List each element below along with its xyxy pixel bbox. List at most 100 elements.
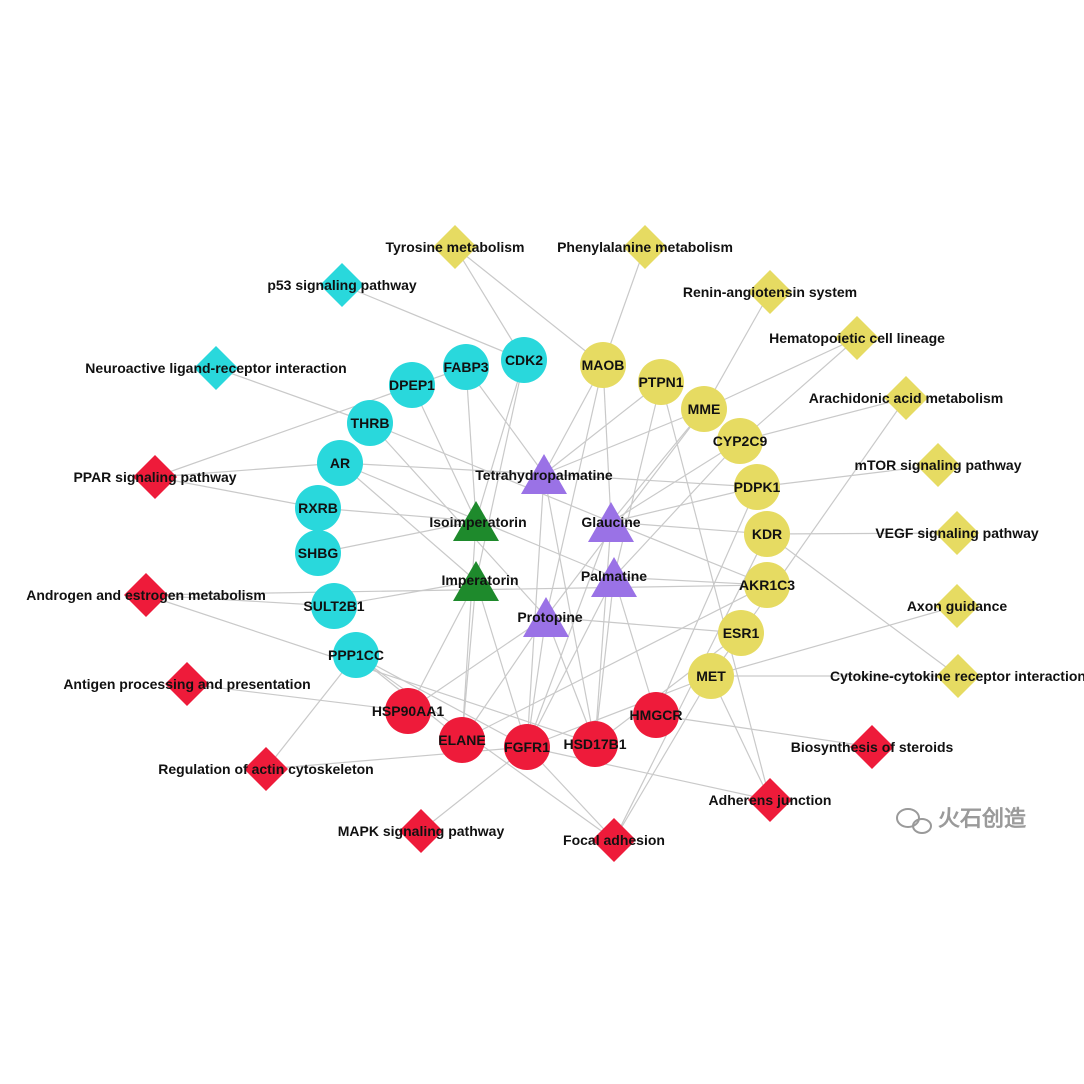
edge: [341, 284, 525, 361]
hsp90aa1-label: HSP90AA1: [372, 703, 445, 719]
rxrb-target-node: [295, 485, 341, 531]
edge: [145, 594, 335, 607]
edge: [265, 746, 528, 770]
mtor-label: mTOR signaling pathway: [855, 457, 1022, 473]
pdpk1-target-node: [734, 464, 780, 510]
tyrosine-label: Tyrosine metabolism: [385, 239, 524, 255]
actin-label: Regulation of actin cytoskeleton: [158, 761, 373, 777]
elane-target-node: [439, 717, 485, 763]
met-label: MET: [696, 668, 726, 684]
edge: [475, 359, 525, 522]
edge: [739, 337, 858, 442]
ar-label: AR: [330, 455, 350, 471]
neuroactive-pathway-node: [194, 346, 238, 390]
phenylalanine-label: Phenylalanine metabolism: [557, 239, 733, 255]
imperatorin-compound-node: [453, 561, 499, 601]
edge: [610, 408, 705, 523]
glaucine-compound-node: [588, 502, 634, 542]
cyp2c9-target-node: [717, 418, 763, 464]
cdk2-label: CDK2: [505, 352, 543, 368]
p53-pathway-node: [320, 263, 364, 307]
edge: [655, 714, 873, 748]
shbg-target-node: [295, 530, 341, 576]
ptpn1-target-node: [638, 359, 684, 405]
edge: [543, 473, 758, 488]
label-layer: Tyrosine metabolism Phenylalanine metabol…: [26, 239, 1084, 848]
p53-label: p53 signaling pathway: [267, 277, 417, 293]
ppar-label: PPAR signaling pathway: [73, 469, 236, 485]
edge: [756, 464, 939, 488]
focal-label: Focal adhesion: [563, 832, 665, 848]
node-layer: [124, 225, 980, 862]
mme-target-node: [681, 386, 727, 432]
edge: [465, 366, 477, 522]
edge: [265, 654, 357, 770]
ppp1cc-label: PPP1CC: [328, 647, 384, 663]
edge: [461, 584, 768, 741]
palmatine-label: Palmatine: [581, 568, 647, 584]
adherens-pathway-node: [748, 778, 792, 822]
renin-pathway-node: [748, 270, 792, 314]
edge: [154, 476, 319, 509]
arachidonic-pathway-node: [884, 376, 928, 420]
steroids-label: Biosynthesis of steroids: [791, 739, 954, 755]
edge: [526, 576, 615, 748]
adherens-label: Adherens junction: [709, 792, 832, 808]
edge: [602, 364, 612, 523]
edge: [526, 746, 771, 801]
edge: [333, 580, 477, 607]
hematopoietic-label: Hematopoietic cell lineage: [769, 330, 945, 346]
vegf-label: VEGF signaling pathway: [875, 525, 1039, 541]
edge: [710, 605, 958, 677]
protopine-label: Protopine: [517, 609, 583, 625]
hsd17b1-label: HSD17B1: [563, 736, 626, 752]
edge: [215, 367, 371, 424]
edge: [613, 381, 662, 578]
renin-label: Renin-angiotensin system: [683, 284, 857, 300]
fabp3-label: FABP3: [443, 359, 488, 375]
arachidonic-label: Arachidonic acid metabolism: [809, 390, 1004, 406]
pdpk1-label: PDPK1: [734, 479, 781, 495]
edge: [703, 337, 858, 410]
edge: [766, 532, 958, 535]
glaucine-label: Glaucine: [581, 514, 640, 530]
edge: [613, 576, 657, 716]
edge: [461, 520, 477, 741]
esr1-target-node: [718, 610, 764, 656]
esr1-label: ESR1: [723, 625, 760, 641]
ppar-pathway-node: [133, 455, 177, 499]
focal-pathway-node: [592, 818, 636, 862]
tetrahydropalmatine-label: Tetrahydropalmatine: [475, 467, 613, 483]
watermark: 火石创造: [896, 807, 1026, 834]
maob-target-node: [580, 342, 626, 388]
dpep1-label: DPEP1: [389, 377, 435, 393]
hmgcr-target-node: [633, 692, 679, 738]
neuroactive-label: Neuroactive ligand-receptor interaction: [85, 360, 346, 376]
antigen-label: Antigen processing and presentation: [63, 676, 310, 692]
edge: [317, 520, 477, 554]
fabp3-target-node: [443, 344, 489, 390]
mtor-pathway-node: [916, 443, 960, 487]
edge: [610, 521, 768, 535]
edge-layer: [145, 246, 959, 841]
hematopoietic-pathway-node: [835, 316, 879, 360]
edge: [610, 486, 758, 523]
dpep1-target-node: [389, 362, 435, 408]
akr1c3-label: AKR1C3: [739, 577, 795, 593]
edge: [660, 381, 771, 801]
edge: [543, 473, 596, 745]
cyp2c9-label: CYP2C9: [713, 433, 768, 449]
edge: [355, 654, 615, 841]
cdk2-target-node: [501, 337, 547, 383]
imperatorin-label: Imperatorin: [441, 572, 518, 588]
edge: [594, 521, 612, 745]
steroids-pathway-node: [850, 725, 894, 769]
kdr-label: KDR: [752, 526, 782, 542]
edge: [526, 473, 545, 748]
edge: [545, 364, 604, 618]
shbg-label: SHBG: [298, 545, 339, 561]
edge: [655, 486, 758, 716]
androgen-pathway-node: [124, 573, 168, 617]
axon-pathway-node: [935, 584, 979, 628]
edge: [610, 440, 741, 523]
